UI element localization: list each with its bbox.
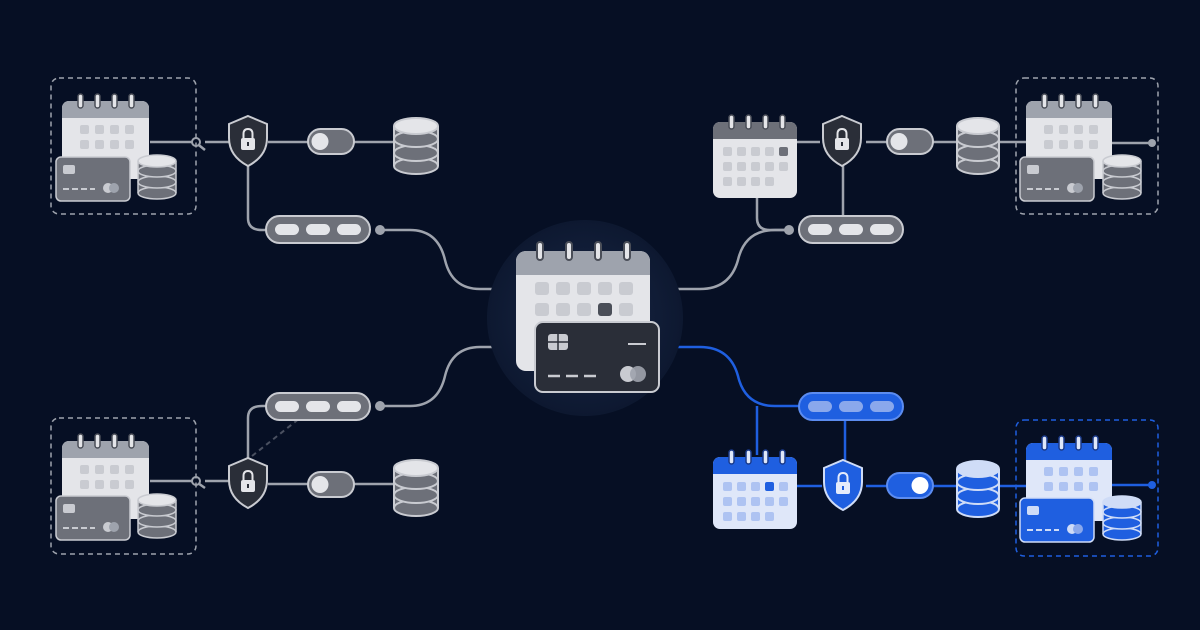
shield-lock-icon (228, 114, 268, 168)
database-icon (1102, 154, 1142, 200)
shield-lock-icon (822, 114, 862, 168)
database-icon (137, 493, 177, 539)
source-group-top-left[interactable] (50, 77, 197, 215)
database-icon (1102, 495, 1142, 541)
source-group-bottom-right[interactable] (1015, 419, 1159, 557)
pill-top-right[interactable] (798, 215, 904, 244)
toggle-top-right[interactable] (886, 128, 934, 155)
calendar-icon (713, 449, 797, 529)
source-group-bottom-left[interactable] (50, 417, 197, 555)
pill-top-left[interactable] (265, 215, 371, 244)
toggle-top-left[interactable] (307, 128, 355, 155)
credit-card-icon (55, 156, 131, 202)
database-icon (956, 460, 1000, 518)
database-icon (137, 154, 177, 200)
database-icon (956, 117, 1000, 175)
pill-bottom-left[interactable] (265, 392, 371, 421)
toggle-bottom-left[interactable] (307, 471, 355, 498)
pill-bottom-right[interactable] (798, 392, 904, 421)
connector-lines (150, 140, 1152, 490)
credit-card-icon (534, 321, 660, 393)
credit-card-icon (1019, 156, 1095, 202)
hub-calendar-card[interactable] (487, 220, 683, 416)
database-icon (393, 117, 439, 175)
toggle-bottom-right[interactable] (886, 472, 934, 499)
shield-lock-icon (823, 458, 863, 512)
source-group-top-right[interactable] (1015, 77, 1159, 215)
shield-lock-icon (228, 456, 268, 510)
credit-card-icon (55, 495, 131, 541)
credit-card-icon (1019, 497, 1095, 543)
database-icon (393, 459, 439, 517)
calendar-icon (713, 114, 797, 198)
